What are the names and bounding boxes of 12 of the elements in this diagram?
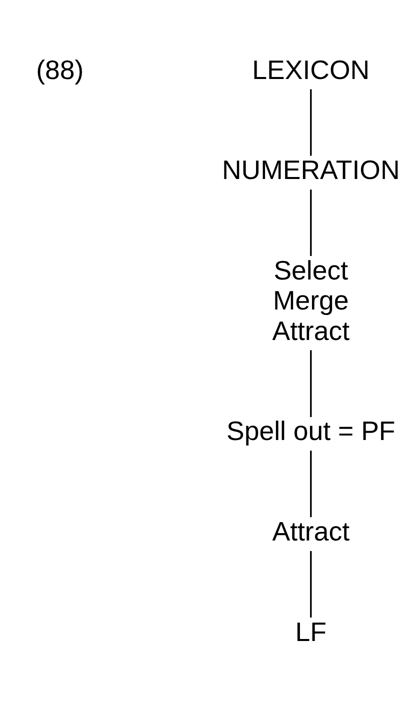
label: (88): [36, 54, 84, 84]
node-text: LEXICON: [252, 54, 370, 84]
connector: [310, 450, 312, 517]
node-text: Select Merge Attract: [272, 255, 350, 346]
node-text: Spell out = PF: [226, 416, 396, 446]
node-text: Attract: [272, 516, 350, 546]
connector: [310, 88, 312, 156]
connector: [310, 550, 312, 618]
connector: [310, 189, 312, 256]
connector: [310, 350, 312, 417]
node-text: LF: [295, 616, 327, 646]
node-text: NUMERATION: [222, 154, 400, 185]
